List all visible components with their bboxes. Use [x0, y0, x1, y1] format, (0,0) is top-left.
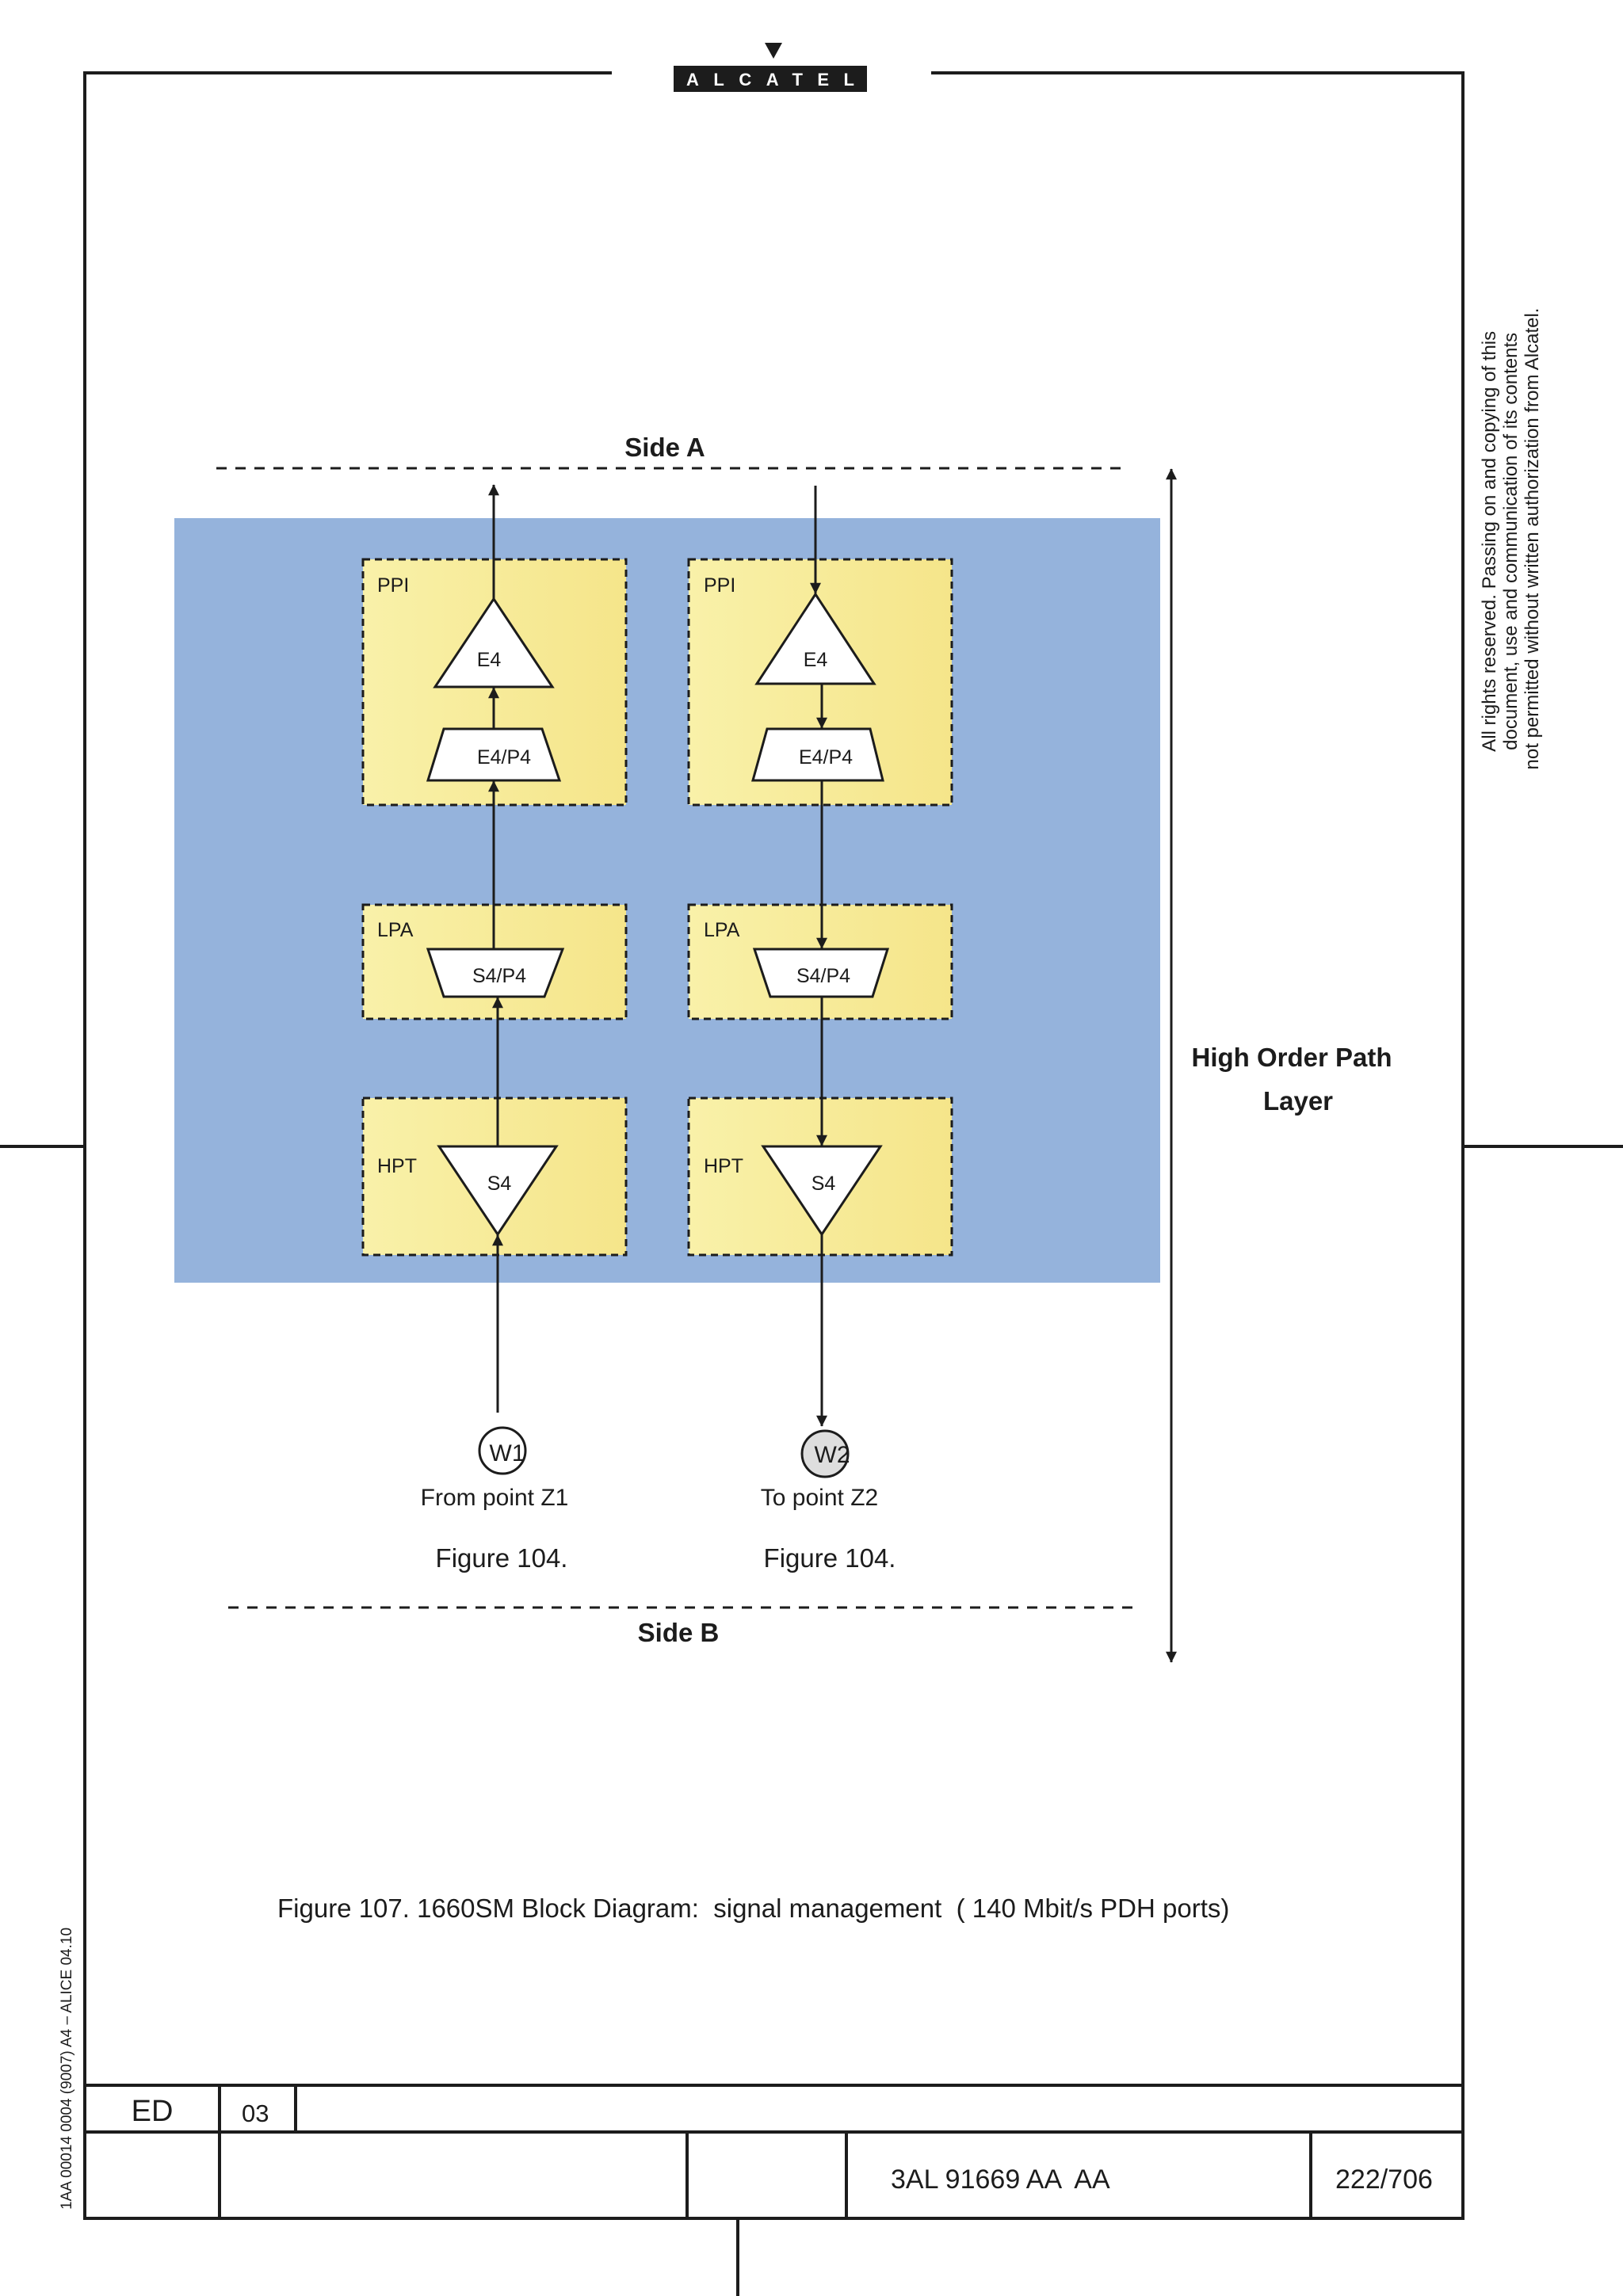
block-label-hpt-left: HPT — [377, 1155, 417, 1177]
function-e4-right — [754, 592, 876, 685]
node-w2-circle — [800, 1429, 850, 1478]
function-e4-left — [433, 597, 555, 688]
function-s4p4-left — [426, 948, 565, 998]
footer-table: ED 03 3AL 91669 AA AA 222/706 — [85, 2084, 1463, 2218]
footer-page-number: 222/706 — [1335, 2164, 1433, 2195]
block-label-hpt-right: HPT — [704, 1155, 743, 1177]
function-label-e4p4-left: E4/P4 — [477, 746, 531, 769]
function-label-e4-right: E4 — [804, 649, 828, 671]
right-column: PPI E4 E4/P4 LPA S4/P4 HPT S4 — [687, 558, 953, 1257]
function-label-e4p4-right: E4/P4 — [799, 746, 853, 769]
layer-background — [174, 518, 1160, 1283]
layer-label-line-1: High Order Path — [1191, 1043, 1392, 1072]
function-e4p4-left — [426, 727, 562, 782]
logo-triangle-icon — [765, 43, 782, 59]
node-w2-figure-ref: Figure 104. — [764, 1543, 896, 1573]
node-w2-id: W2 — [815, 1442, 850, 1468]
right-signal-flow — [810, 486, 827, 1427]
function-label-s4-left: S4 — [487, 1173, 512, 1195]
footer-edition-value: 03 — [242, 2100, 269, 2127]
function-label-s4p4-left: S4/P4 — [472, 965, 526, 987]
node-w1-id: W1 — [490, 1440, 525, 1466]
copyright-line-3: not permitted without written authorizat… — [1522, 308, 1543, 770]
alcatel-logo: ALCATEL — [674, 43, 867, 92]
side-b-label: Side B — [638, 1618, 720, 1647]
logo-background — [674, 66, 867, 92]
block-label-lpa-left: LPA — [377, 919, 414, 941]
block-label-lpa-right: LPA — [704, 919, 740, 941]
block-label-ppi-right: PPI — [704, 574, 735, 597]
node-w1-circle — [478, 1426, 527, 1475]
copyright-line-2: document, use and communication of its c… — [1500, 333, 1522, 750]
footer-document-number: 3AL 91669 AA AA — [891, 2164, 1110, 2195]
node-w1-figure-ref: Figure 104. — [436, 1543, 568, 1573]
function-e4p4-right — [751, 727, 884, 782]
node-w2: W2 To point Z2 Figure 104. — [761, 1429, 896, 1573]
page-frame — [0, 71, 1623, 2296]
function-label-e4-left: E4 — [477, 649, 502, 671]
function-s4p4-right — [752, 948, 890, 998]
function-label-s4-right: S4 — [812, 1173, 836, 1195]
block-label-ppi-left: PPI — [377, 574, 409, 597]
side-a-label: Side A — [624, 433, 705, 462]
form-code: 1AA 00014 0004 (9007) A4 – ALICE 04.10 — [59, 1928, 75, 2210]
figure-caption: Figure 107. 1660SM Block Diagram: signal… — [277, 1894, 1229, 1923]
node-w2-label: To point Z2 — [761, 1485, 878, 1511]
copyright-notice: All rights reserved. Passing on and copy… — [1479, 308, 1543, 770]
block-diagram: Side A PPI E4 E4/P4 LPA S4/P4 HPT S4 PPI… — [174, 433, 1392, 1663]
layer-label-line-2: Layer — [1263, 1086, 1333, 1116]
frame-border — [83, 71, 1465, 2220]
copyright-line-1: All rights reserved. Passing on and copy… — [1479, 331, 1500, 752]
left-signal-flow — [488, 484, 503, 1413]
function-label-s4p4-right: S4/P4 — [796, 965, 850, 987]
function-s4-right — [761, 1145, 883, 1237]
logo-text: ALCATEL — [686, 70, 854, 90]
node-w1: W1 From point Z1 Figure 104. — [421, 1426, 569, 1573]
footer-edition-label: ED — [132, 2095, 174, 2128]
node-w1-label: From point Z1 — [421, 1485, 569, 1511]
